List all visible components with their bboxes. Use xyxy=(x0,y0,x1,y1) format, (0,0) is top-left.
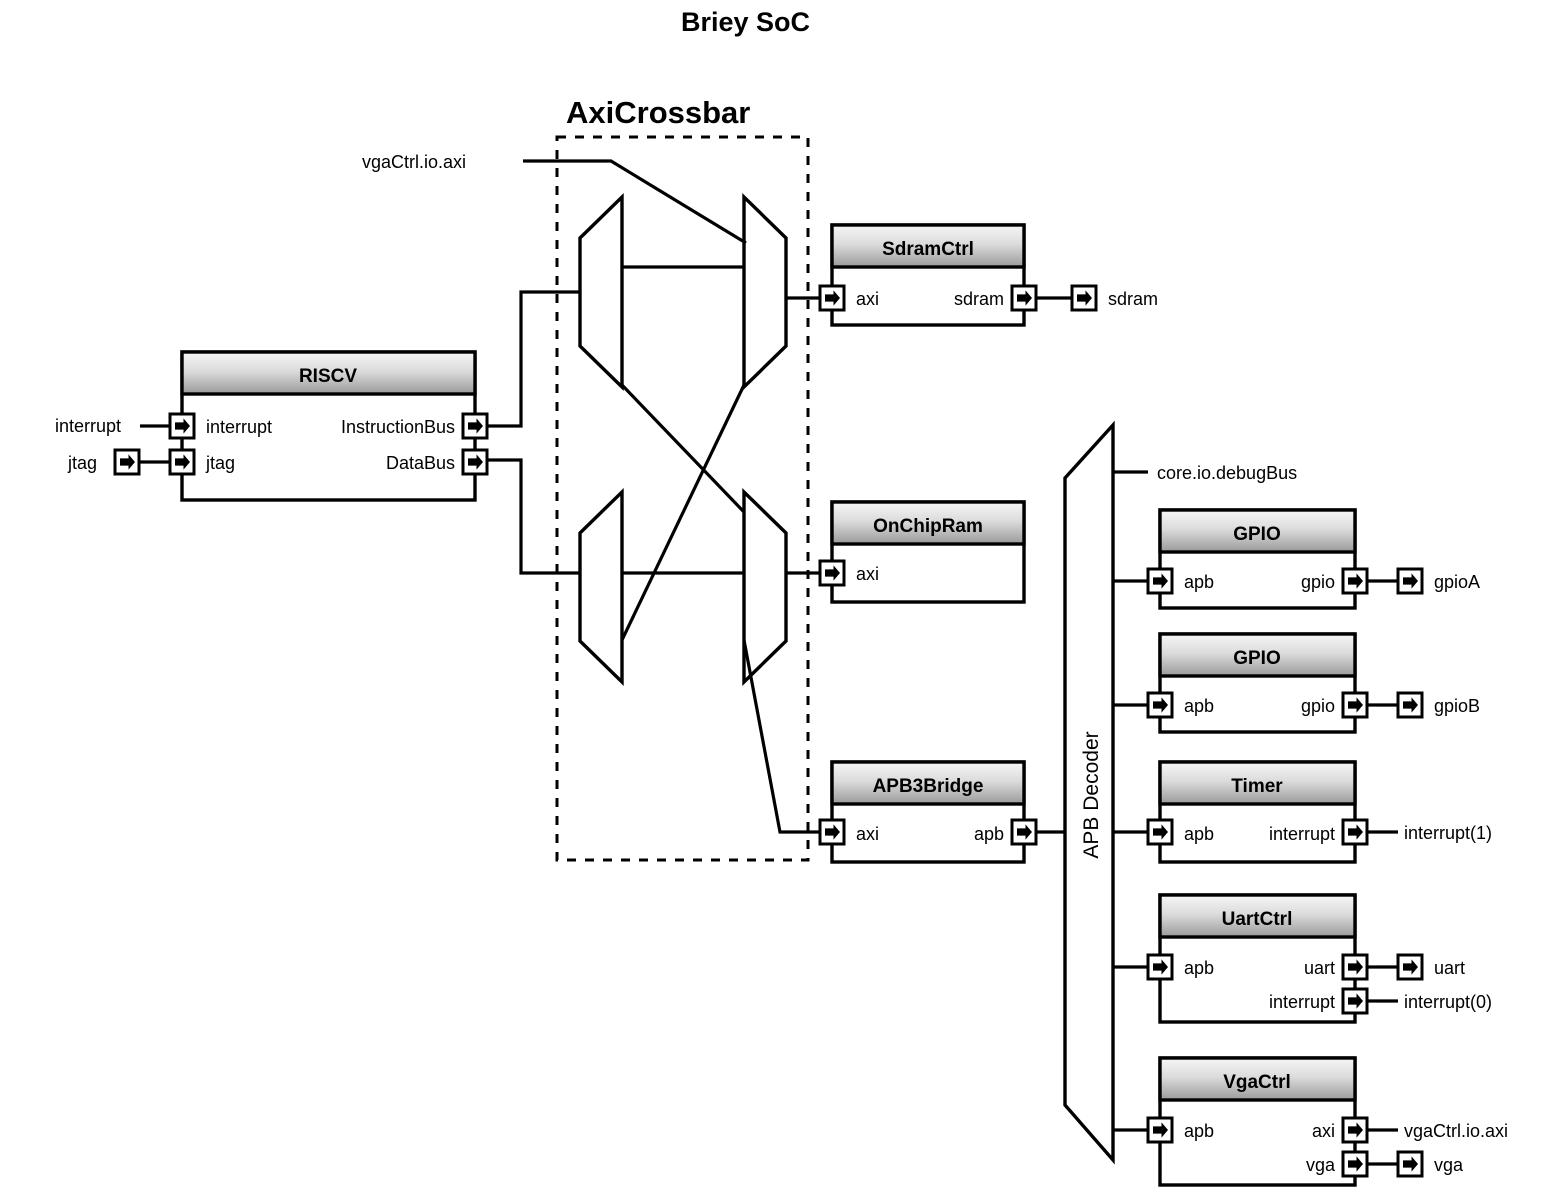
port-arrow-icon-riscv-databus[interactable] xyxy=(461,448,489,476)
apb-decoder[interactable]: APB Decoder xyxy=(1063,420,1115,1165)
port-arrow-icon-onchipram-axi[interactable] xyxy=(818,559,846,587)
block-title: GPIO xyxy=(1233,648,1281,669)
port-label-vga: vga xyxy=(1306,1155,1336,1175)
port-arrow-icon-timer-apb[interactable] xyxy=(1146,818,1174,846)
port-arrow-icon-riscv-jtag[interactable] xyxy=(168,448,196,476)
port-arrow-icon-apb3bridge-apb[interactable] xyxy=(1010,818,1038,846)
external-pin-vgactrl-axi: vgaCtrl.io.axi xyxy=(1404,1121,1508,1141)
port-label-interrupt: interrupt xyxy=(1269,824,1335,844)
block-title: UartCtrl xyxy=(1222,909,1293,930)
port-arrow-icon-gpiob-external[interactable] xyxy=(1396,691,1424,719)
block-timer[interactable]: Timer apb interrupt xyxy=(1158,760,1357,864)
port-arrow-icon-sdramctrl-axi[interactable] xyxy=(818,284,846,312)
port-label-interrupt: interrupt xyxy=(206,417,272,437)
block-title: GPIO xyxy=(1233,524,1281,545)
port-label-apb: apb xyxy=(1184,696,1214,716)
external-pin-sdram: sdram xyxy=(1108,289,1158,309)
port-label-apb: apb xyxy=(1184,824,1214,844)
port-arrow-icon-uartctrl-uart[interactable] xyxy=(1341,953,1369,981)
wire-instructionbus xyxy=(483,290,580,428)
axi-crossbar-boundary xyxy=(555,135,810,862)
block-apb3bridge[interactable]: APB3Bridge axi apb xyxy=(830,760,1026,864)
port-label-interrupt: interrupt xyxy=(1269,992,1335,1012)
wire-databus xyxy=(483,458,580,575)
port-arrow-icon-vgactrl-axi[interactable] xyxy=(1341,1116,1369,1144)
block-title: APB3Bridge xyxy=(873,776,984,797)
port-label-sdram: sdram xyxy=(954,289,1004,309)
label-vgactrl-axi-in: vgaCtrl.io.axi xyxy=(362,152,466,172)
external-pin-interrupt1: interrupt(1) xyxy=(1404,823,1492,843)
port-arrow-icon-gpioa-gpio[interactable] xyxy=(1341,567,1369,595)
port-arrow-icon-gpioa-external[interactable] xyxy=(1396,567,1424,595)
wire-to-apb3bridge xyxy=(742,639,826,834)
port-arrow-icon-vgactrl-apb[interactable] xyxy=(1146,1116,1174,1144)
external-pin-gpioB: gpioB xyxy=(1434,696,1480,716)
port-label-apb: apb xyxy=(1184,1121,1214,1141)
port-arrow-icon-uartctrl-interrupt[interactable] xyxy=(1341,987,1369,1015)
port-arrow-icon-riscv-instructionbus[interactable] xyxy=(461,412,489,440)
port-label-axi: axi xyxy=(856,564,879,584)
block-riscv[interactable]: RISCV interrupt jtag InstructionBus Data… xyxy=(180,350,477,502)
port-arrow-icon-riscv-interrupt[interactable] xyxy=(168,412,196,440)
external-pin-interrupt: interrupt xyxy=(55,416,121,436)
port-arrow-icon-vga-external[interactable] xyxy=(1396,1150,1424,1178)
port-arrow-icon-gpiob-apb[interactable] xyxy=(1146,691,1174,719)
wire-vga-axi-in xyxy=(523,159,747,245)
port-label-uart: uart xyxy=(1304,958,1335,978)
crossbar-internals xyxy=(578,192,788,687)
block-uartctrl[interactable]: UartCtrl apb uart interrupt xyxy=(1158,893,1357,1024)
port-label-apb: apb xyxy=(1184,958,1214,978)
crossbar-label: AxiCrossbar xyxy=(566,95,750,130)
port-arrow-icon-uart-external[interactable] xyxy=(1396,953,1424,981)
port-label-gpio: gpio xyxy=(1301,572,1335,592)
external-pin-uart: uart xyxy=(1434,958,1465,978)
port-label-apb: apb xyxy=(974,824,1004,844)
port-arrow-icon-sdram-external[interactable] xyxy=(1070,284,1098,312)
block-gpio-b[interactable]: GPIO apb gpio xyxy=(1158,632,1357,734)
block-title: VgaCtrl xyxy=(1223,1072,1291,1093)
page-title: Briey SoC xyxy=(681,7,810,37)
port-label-apb: apb xyxy=(1184,572,1214,592)
port-arrow-icon-gpiob-gpio[interactable] xyxy=(1341,691,1369,719)
block-title: SdramCtrl xyxy=(882,239,974,260)
port-label-databus: DataBus xyxy=(386,453,455,473)
external-pin-jtag: jtag xyxy=(67,453,97,473)
port-arrow-icon-jtag-external[interactable] xyxy=(113,448,141,476)
block-onchipram[interactable]: OnChipRam axi xyxy=(830,500,1026,604)
port-label-axi: axi xyxy=(856,824,879,844)
port-arrow-icon-vgactrl-vga[interactable] xyxy=(1341,1150,1369,1178)
port-label-gpio: gpio xyxy=(1301,696,1335,716)
port-label-axi: axi xyxy=(1312,1121,1335,1141)
block-title: Timer xyxy=(1231,776,1283,797)
block-gpio-a[interactable]: GPIO apb gpio xyxy=(1158,508,1357,610)
port-label-jtag: jtag xyxy=(205,453,235,473)
port-arrow-icon-uartctrl-apb[interactable] xyxy=(1146,953,1174,981)
port-arrow-icon-sdramctrl-sdram[interactable] xyxy=(1010,284,1038,312)
port-arrow-icon-timer-interrupt[interactable] xyxy=(1341,818,1369,846)
label-core-debugbus: core.io.debugBus xyxy=(1157,463,1297,483)
block-sdramctrl[interactable]: SdramCtrl axi sdram xyxy=(830,223,1026,327)
block-title: RISCV xyxy=(299,366,357,387)
port-arrow-icon-apb3bridge-axi[interactable] xyxy=(818,818,846,846)
block-vgactrl[interactable]: VgaCtrl apb axi vga xyxy=(1158,1056,1357,1187)
apb-decoder-label: APB Decoder xyxy=(1080,731,1103,858)
external-pin-interrupt0: interrupt(0) xyxy=(1404,992,1492,1012)
port-label-instructionbus: InstructionBus xyxy=(341,417,455,437)
external-pin-gpioA: gpioA xyxy=(1434,572,1480,592)
block-title: OnChipRam xyxy=(873,516,983,537)
port-arrow-icon-gpioa-apb[interactable] xyxy=(1146,567,1174,595)
external-pin-vga: vga xyxy=(1434,1155,1464,1175)
port-label-axi: axi xyxy=(856,289,879,309)
